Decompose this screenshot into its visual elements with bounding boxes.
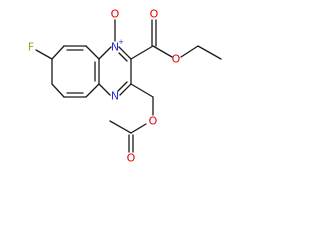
bond-c7-ring (51, 45, 65, 60)
bond-o-acyl (130, 123, 147, 134)
ester-ether-oxygen-atom: O (172, 53, 181, 66)
molecule-structure: F N + O N O O O O (28, 8, 222, 165)
n-oxide-oxygen-atom: O (111, 8, 120, 21)
bond-carbonyl-ether (152, 45, 173, 58)
acetoxy-carbonyl-oxygen-atom: O (127, 152, 136, 165)
bond-c6-c7a (51, 83, 65, 98)
bond-layer (35, 19, 222, 153)
n-oxide-nitrogen-atom: N (111, 41, 119, 54)
n-oxide-charge: + (118, 38, 124, 46)
bond-ether-ch2 (180, 45, 199, 58)
bond-c3-ch2 (130, 83, 154, 98)
bond-n1-c2-inner (118, 52, 128, 62)
bond-c3-n4 (119, 83, 132, 96)
bond-c2-carbonyl (130, 45, 154, 60)
atom-label-layer: F N + O N O O O O (28, 8, 181, 165)
bond-c7-fluorine (35, 49, 53, 60)
bond-c3-n4-inner (117, 81, 128, 92)
ester-carbonyl-oxygen-atom: O (150, 8, 159, 21)
fluorine-atom: F (28, 41, 34, 54)
acetoxy-ether-oxygen-atom: O (149, 115, 158, 128)
bond-c4a-c5 (85, 83, 100, 98)
bond-ch2-ch3 (197, 45, 222, 60)
bond-c8a-n1 (98, 46, 112, 60)
bond-n1-c2 (118, 46, 132, 60)
bond-c8-c8a (85, 45, 100, 60)
ring-nitrogen-atom: N (111, 90, 119, 103)
bond-acyl-methyl (109, 120, 132, 134)
bond-n4-c4a (98, 83, 111, 96)
